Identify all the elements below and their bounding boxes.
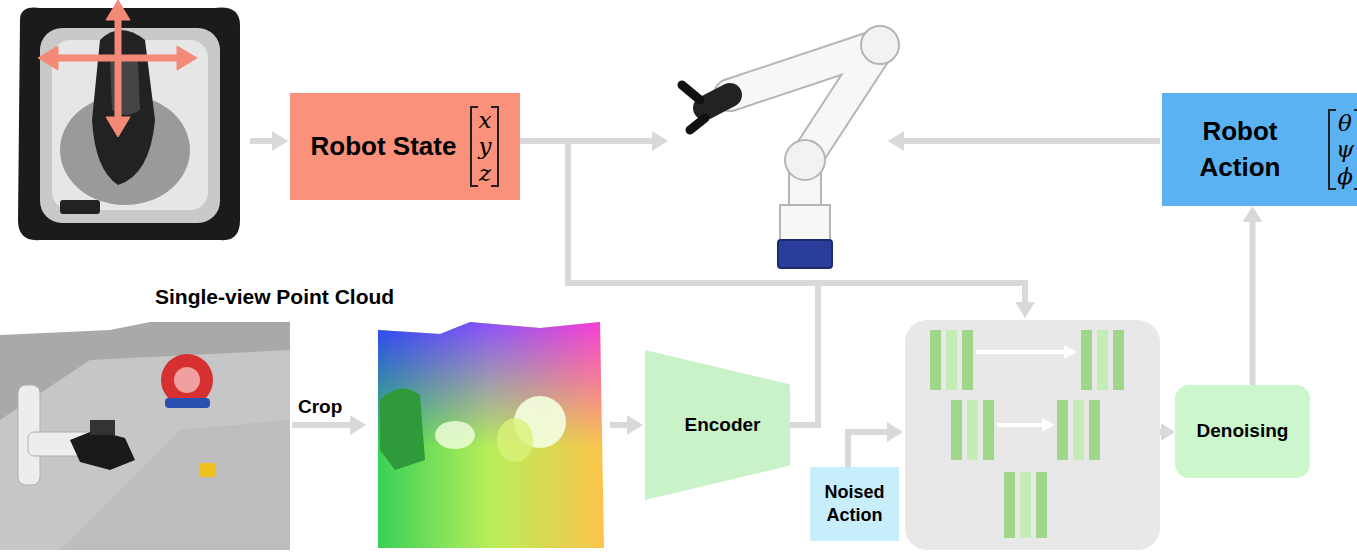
drawing-rect	[905, 320, 1160, 550]
drawing-path	[848, 432, 888, 467]
drawing-line	[997, 423, 1044, 427]
drawing-rect	[1113, 330, 1124, 390]
drawing-rect	[1057, 400, 1068, 460]
drawing-polygon	[1161, 423, 1175, 441]
drawing-rect	[967, 400, 978, 460]
drawing-path	[790, 283, 818, 425]
drawing-ellipse	[435, 421, 475, 449]
unet-block	[905, 320, 1175, 550]
drawing-polygon	[350, 415, 366, 435]
drawing-polygon	[652, 131, 668, 151]
drawing-rect	[778, 240, 832, 268]
drawing-polygon	[106, 117, 130, 137]
drawing-path	[60, 420, 290, 550]
drawing-circle	[174, 367, 200, 393]
connector-line	[1250, 221, 1256, 385]
drawing-rect	[40, 28, 220, 223]
math-vector: x y z	[478, 107, 491, 186]
drawing-rect	[1036, 472, 1047, 538]
drawing-path	[730, 45, 880, 230]
drawing-line	[292, 422, 351, 428]
drawing-circle	[861, 26, 899, 64]
drawing-rect	[1073, 400, 1084, 460]
drawing-circle	[785, 140, 825, 180]
drawing-rect	[1097, 330, 1108, 390]
drawing-line	[610, 422, 628, 428]
drawing-line	[976, 350, 1066, 354]
drawing-path	[0, 322, 290, 550]
drawing-rect	[165, 398, 210, 408]
drawing-path	[705, 95, 730, 108]
drawing-path	[92, 30, 155, 185]
drawing-polygon	[627, 415, 643, 435]
drawing-rect	[90, 420, 115, 435]
drawing-polygon	[888, 131, 904, 151]
noised-action-box: Noised Action	[810, 467, 899, 541]
encoder-trapezoid: Encoder	[645, 350, 790, 500]
arrow-head	[1243, 206, 1263, 222]
drawing-line	[250, 138, 273, 144]
drawing-rect	[1020, 472, 1031, 538]
joystick-illustration	[18, 0, 240, 240]
drawing-path	[0, 350, 290, 550]
drawing-rect	[1004, 472, 1015, 538]
drawing-rect	[983, 400, 994, 460]
flow-connector	[1243, 206, 1263, 385]
drawing-polygon	[887, 422, 903, 442]
drawing-path	[568, 141, 1025, 303]
drawing-rect	[946, 330, 957, 390]
step-label: Crop	[298, 396, 342, 418]
drawing-path	[18, 8, 240, 241]
drawing-polygon	[1064, 345, 1077, 359]
drawing-rect	[370, 318, 610, 553]
drawing-polygon	[1015, 302, 1035, 318]
trapezoid-fill	[645, 350, 790, 500]
drawing-rect	[1089, 400, 1100, 460]
drawing-path	[70, 430, 135, 470]
denoising-box: Denoising	[1175, 385, 1310, 478]
drawing-rect	[370, 318, 610, 553]
drawing-g	[976, 345, 1077, 432]
node-title: Denoising	[1197, 420, 1289, 443]
drawing-rect	[60, 200, 100, 214]
vector-bracket: θ ψ ϕ	[1328, 109, 1357, 190]
scene-photo	[0, 322, 290, 550]
node-title: Noised Action	[810, 481, 899, 528]
node-title: Robot Action	[1162, 114, 1318, 184]
drawing-path	[380, 389, 425, 470]
drawing-line	[903, 138, 1160, 144]
drawing-line	[520, 138, 653, 144]
drawing-rect	[962, 330, 973, 390]
node-title: Robot State	[311, 131, 457, 162]
section-title: Single-view Point Cloud	[155, 285, 394, 309]
math-vector: θ ψ ϕ	[1336, 110, 1354, 189]
node-title: Encoder	[684, 414, 760, 437]
drawing-polygon	[38, 46, 58, 70]
drawing-rect	[930, 330, 941, 390]
action-box: Robot Action θ ψ ϕ	[1162, 93, 1357, 206]
drawing-g	[38, 0, 197, 137]
point-cloud	[370, 318, 610, 553]
vector-bracket: x y z	[470, 106, 499, 187]
drawing-rect	[1081, 330, 1092, 390]
drawing-path	[682, 85, 705, 130]
drawing-g	[930, 330, 1124, 538]
drawing-rect	[951, 400, 962, 460]
drawing-rect	[200, 463, 216, 477]
robot-arm-illustration	[682, 26, 899, 268]
drawing-ellipse	[497, 418, 533, 462]
drawing-polygon	[272, 131, 288, 151]
drawing-path	[730, 45, 880, 230]
drawing-line	[115, 12, 122, 125]
drawing-polygon	[177, 46, 197, 70]
state-box: Robot State x y z	[290, 93, 520, 200]
drawing-polygon	[1042, 418, 1055, 432]
drawing-polygon	[106, 0, 130, 20]
